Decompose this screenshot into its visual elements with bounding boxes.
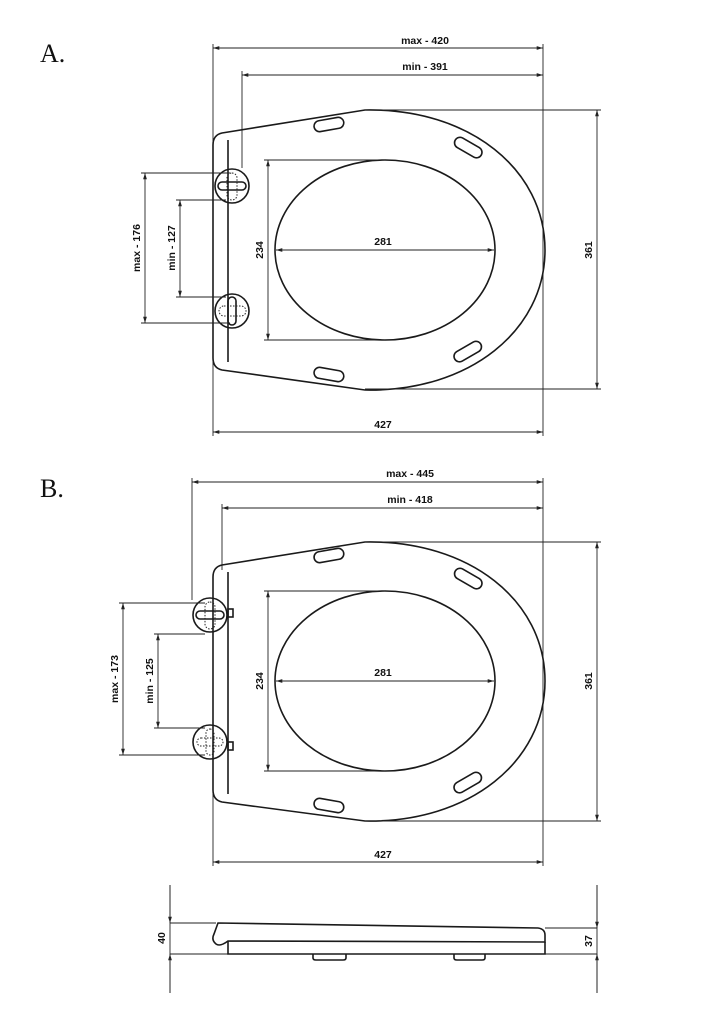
hinge-max-label: max - 176 [131, 224, 143, 272]
bumper-slots [313, 547, 483, 814]
hinge-top [192, 597, 234, 633]
hinge-bottom [192, 724, 234, 760]
seat-outline [212, 109, 546, 391]
rear-height-label: 40 [156, 932, 168, 944]
hinge-bottom [214, 293, 250, 329]
opening-length-label: 234 [254, 672, 266, 690]
opening-length-label: 234 [254, 241, 266, 259]
dimension-min-width-label: min - 391 [402, 61, 448, 73]
hinge-top [214, 168, 250, 204]
variant-b-label: B. [40, 474, 64, 503]
variant-a-drawing: A. max - 420 min - 391 [40, 35, 601, 436]
side-lid [212, 922, 546, 946]
variant-a-label: A. [40, 39, 65, 68]
bumper-slots [313, 116, 483, 383]
side-seat [227, 941, 546, 955]
dimension-min-width-label: min - 418 [387, 494, 433, 506]
hinge-max-label: max - 173 [109, 655, 121, 703]
seat-length-label: 361 [583, 672, 595, 690]
hinge-min-label: min - 127 [166, 225, 178, 271]
side-view-drawing: 40 37 [156, 885, 599, 993]
seat-width-label: 427 [374, 419, 392, 431]
seat-length-label: 361 [583, 241, 595, 259]
hinge-min-label: min - 125 [144, 658, 156, 704]
front-height-label: 37 [583, 935, 595, 947]
seat-width-label: 427 [374, 849, 392, 861]
opening-width-label: 281 [374, 667, 392, 679]
dimension-max-width-label: max - 420 [401, 35, 449, 47]
seat-outline [212, 541, 546, 822]
dimension-max-width-label: max - 445 [386, 468, 434, 480]
opening-width-label: 281 [374, 236, 392, 248]
variant-b-drawing: B. max - 445 min - 418 [40, 468, 601, 866]
